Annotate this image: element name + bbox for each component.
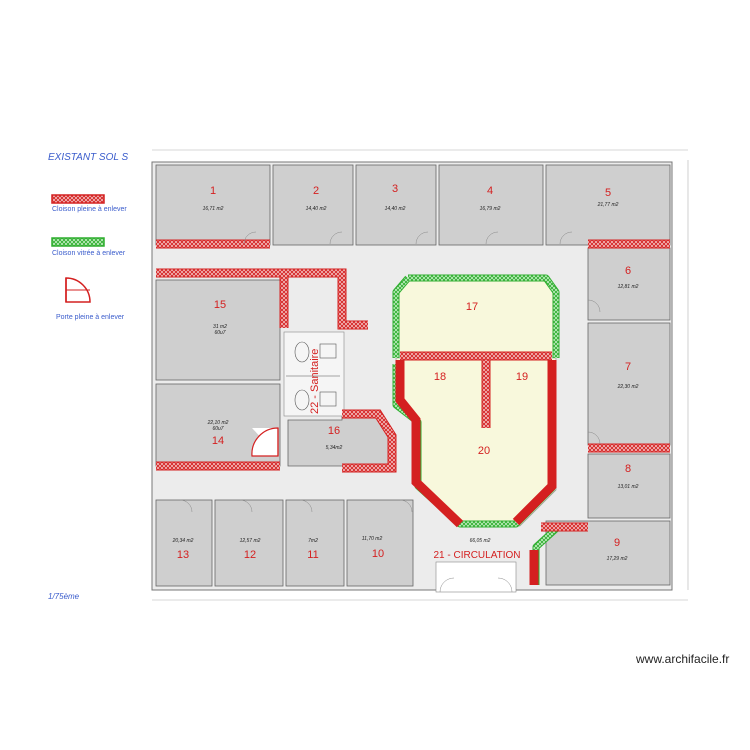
room-5-area: 21,77 m2 bbox=[597, 202, 619, 208]
dimension-lines bbox=[152, 149, 689, 601]
legend-green-wall-swatch bbox=[51, 237, 105, 247]
door-room-14 bbox=[251, 427, 279, 457]
room-11-number: 11 bbox=[307, 549, 318, 561]
room-11-area: 7m2 bbox=[308, 538, 318, 544]
room-3 bbox=[355, 164, 437, 246]
legend-red-wall-swatch bbox=[51, 194, 105, 204]
room-12-area: 12,57 m2 bbox=[240, 538, 261, 544]
entrance bbox=[435, 561, 517, 593]
room-1 bbox=[155, 164, 271, 246]
room-17-number: 17 bbox=[466, 301, 478, 313]
room-2 bbox=[272, 164, 354, 246]
room-16 bbox=[287, 415, 393, 467]
room-7-area: 22,30 m2 bbox=[617, 384, 639, 390]
room-numbers: 1 16,71 m2 2 14,40 m2 3 14,40 m2 4 16,79… bbox=[172, 183, 639, 562]
room-15-number: 15 bbox=[214, 299, 226, 311]
room-6 bbox=[587, 247, 671, 321]
room-14-area2: 60u7 bbox=[212, 426, 223, 432]
room-8-area: 13,01 m2 bbox=[618, 484, 639, 490]
room-15-area: 31 m2 bbox=[213, 324, 227, 330]
room-18-number: 18 bbox=[434, 371, 446, 383]
room-8 bbox=[587, 453, 671, 519]
room-6-area: 12,81 m2 bbox=[618, 284, 639, 290]
scale-label: 1/75ème bbox=[48, 592, 80, 601]
room-10 bbox=[346, 499, 414, 587]
room-22-sanitary bbox=[283, 331, 345, 417]
rooms-grey bbox=[155, 164, 671, 587]
room-12 bbox=[214, 499, 284, 587]
room-16-number: 16 bbox=[328, 425, 340, 437]
room-13-number: 13 bbox=[177, 549, 189, 561]
room-19-number: 19 bbox=[516, 371, 528, 383]
room-10-number: 10 bbox=[372, 548, 384, 560]
room-9 bbox=[545, 520, 671, 586]
room-6-number: 6 bbox=[625, 265, 631, 277]
room-15-area2: 60u7 bbox=[214, 330, 225, 336]
room-4-number: 4 bbox=[487, 185, 493, 197]
room-4-area: 16,79 m2 bbox=[480, 206, 501, 212]
sanitary-fixtures bbox=[286, 341, 340, 411]
room-4 bbox=[438, 164, 544, 246]
room-14-number: 14 bbox=[212, 435, 224, 447]
room-5-number: 5 bbox=[605, 187, 611, 199]
legend-item-door: Porte pleine à enlever bbox=[56, 314, 125, 321]
legend-door-icon bbox=[65, 277, 91, 303]
room-2-area: 14,40 m2 bbox=[306, 206, 327, 212]
room-11 bbox=[285, 499, 345, 587]
room-13 bbox=[155, 499, 213, 587]
legend-item-full-wall: Cloison pleine à enlever bbox=[52, 206, 127, 213]
room-22-label: 22 - Sanitaire bbox=[309, 349, 321, 414]
room-7-number: 7 bbox=[625, 361, 631, 373]
room-20-number: 20 bbox=[478, 445, 490, 457]
room-21-label: 21 - CIRCULATION bbox=[433, 550, 520, 561]
room-8-number: 8 bbox=[625, 463, 631, 475]
full-walls bbox=[156, 239, 670, 585]
room-7 bbox=[587, 322, 671, 446]
room-1-area: 16,71 m2 bbox=[203, 206, 224, 212]
room-13-area: 20,34 m2 bbox=[172, 538, 194, 544]
door-arcs bbox=[179, 231, 601, 593]
room-12-number: 12 bbox=[244, 549, 256, 561]
room-2-number: 2 bbox=[313, 185, 319, 197]
room-21-area: 66,05 m2 bbox=[470, 538, 491, 544]
room-9-number: 9 bbox=[614, 537, 620, 549]
room-1-number: 1 bbox=[210, 185, 216, 197]
room-17 bbox=[395, 279, 557, 357]
room-15 bbox=[155, 279, 281, 381]
room-16-area: 5,34m2 bbox=[326, 445, 343, 451]
legend-symbols bbox=[51, 194, 105, 303]
room-10-area: 11,70 m2 bbox=[362, 536, 383, 542]
room-9-area: 17,29 m2 bbox=[607, 556, 628, 562]
room-14-area: 22,10 m2 bbox=[207, 420, 229, 426]
room-3-area: 14,40 m2 bbox=[385, 206, 406, 212]
legend-item-glazed-wall: Cloison vitrée à enlever bbox=[52, 250, 126, 257]
legend-title: EXISTANT SOL S bbox=[48, 152, 129, 163]
room-3-number: 3 bbox=[392, 183, 398, 195]
watermark: www.archifacile.fr bbox=[636, 652, 730, 666]
